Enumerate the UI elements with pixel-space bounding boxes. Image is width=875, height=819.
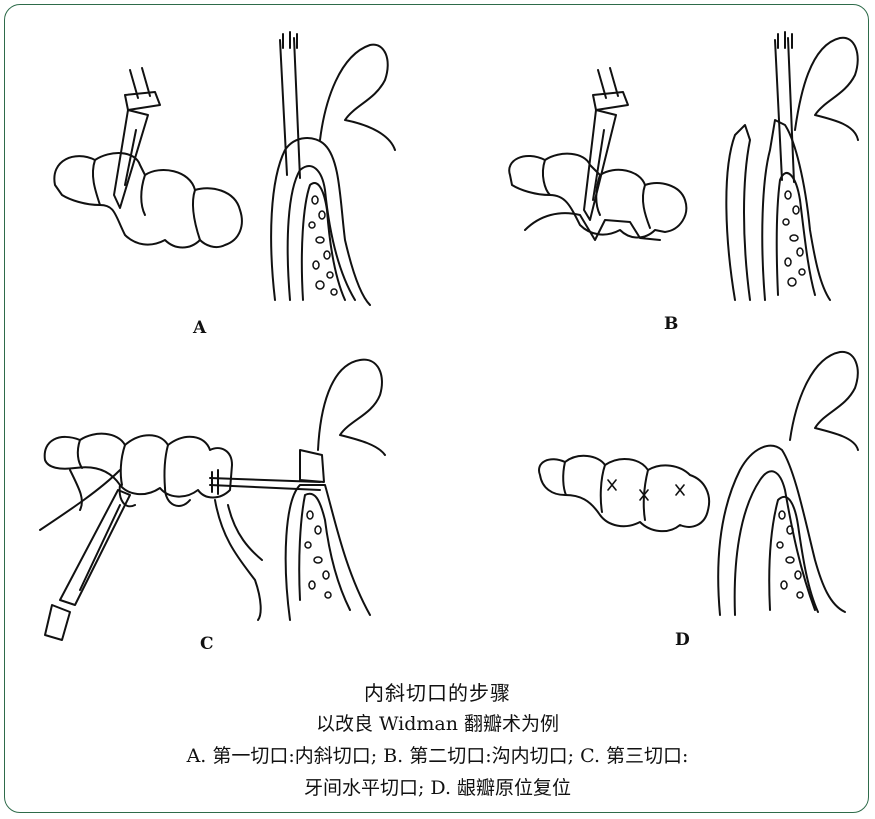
figure-description-line2: 牙间水平切口; D. 龈瓣原位复位: [0, 773, 875, 800]
panel-d-drawing: [539, 352, 858, 615]
panel-a-drawing: [54, 32, 395, 305]
figure-title: 内斜切口的步骤: [0, 677, 875, 706]
panel-label-b: B: [664, 314, 678, 334]
panel-label-d: D: [675, 630, 690, 650]
panel-label-a: A: [193, 318, 206, 338]
figure-subtitle: 以改良 Widman 翻瓣术为例: [0, 709, 875, 736]
panel-b-drawing: [509, 32, 858, 300]
panel-label-c: C: [200, 634, 214, 654]
panel-c-drawing: [40, 360, 385, 640]
figure-description-line1: A. 第一切口:内斜切口; B. 第二切口:沟内切口; C. 第三切口:: [0, 741, 875, 768]
